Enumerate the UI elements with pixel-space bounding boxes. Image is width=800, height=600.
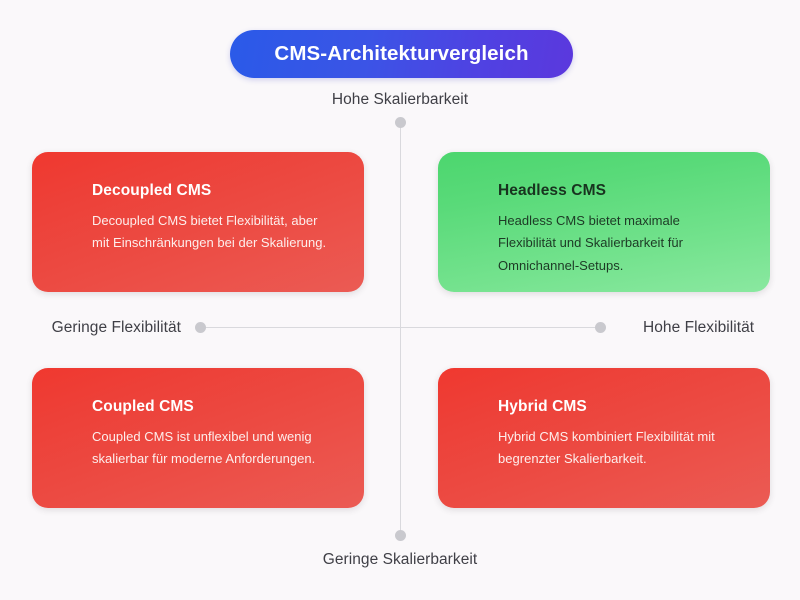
quadrant-card-description: Decoupled CMS bietet Flexibilität, aber … <box>92 213 327 251</box>
axis-label-bottom: Geringe Skalierbarkeit <box>322 551 478 568</box>
axis-label-top: Hohe Skalierbarkeit <box>331 91 469 108</box>
quadrant-card-description: Headless CMS bietet maximale Flexibilitä… <box>498 213 683 273</box>
page-title: CMS-Architekturvergleich <box>274 42 529 65</box>
quadrant-card-title: Hybrid CMS <box>498 398 587 415</box>
axis-endpoint-dot-top <box>394 117 406 128</box>
axis-endpoint-dot-right <box>594 321 606 333</box>
quadrant-card-title: Coupled CMS <box>92 398 194 415</box>
axis-endpoint-dot-bottom <box>394 530 406 541</box>
quadrant-card-description: Hybrid CMS kombiniert Flexibilität mit b… <box>498 429 715 467</box>
quadrant-card-decoupled-cms[interactable]: Decoupled CMS Decoupled CMS bietet Flexi… <box>32 152 364 292</box>
vertical-axis-line <box>399 122 402 536</box>
axis-label-left: Geringe Flexibilität <box>51 319 181 336</box>
axis-label-right: Hohe Flexibilität <box>643 319 755 336</box>
axis-endpoint-dot-left <box>194 321 206 333</box>
quadrant-card-coupled-cms[interactable]: Coupled CMS Coupled CMS ist unflexibel u… <box>32 368 364 508</box>
quadrant-card-description: Coupled CMS ist unflexibel und wenig ska… <box>92 429 316 467</box>
quadrant-card-title: Decoupled CMS <box>92 182 212 199</box>
horizontal-axis-line <box>200 326 600 329</box>
quadrant-card-title: Headless CMS <box>498 182 607 199</box>
quadrant-card-headless-cms[interactable]: Headless CMS Headless CMS bietet maximal… <box>438 152 770 292</box>
quadrant-card-hybrid-cms[interactable]: Hybrid CMS Hybrid CMS kombiniert Flexibi… <box>438 368 770 508</box>
chart-title-badge: CMS-Architekturvergleich <box>230 30 573 78</box>
